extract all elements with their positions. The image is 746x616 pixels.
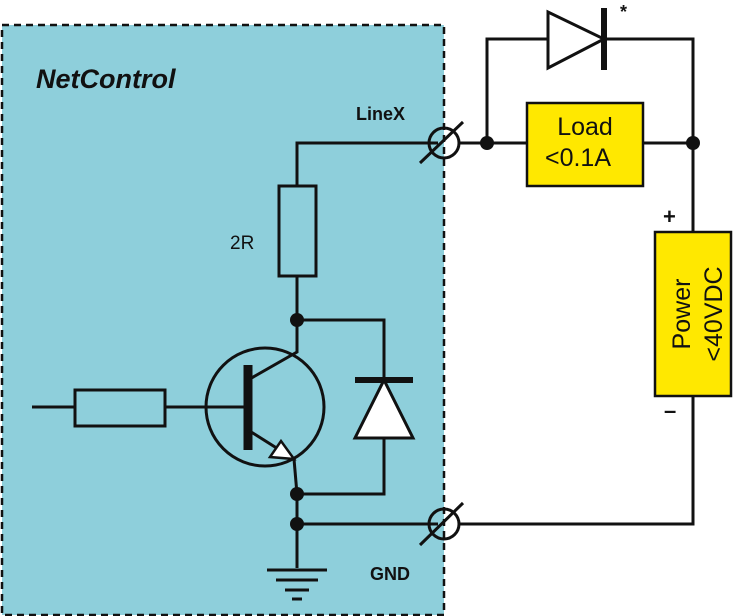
node-gnd bbox=[290, 517, 304, 531]
wire-power-to-gnd bbox=[459, 396, 695, 526]
node-collector bbox=[290, 313, 304, 327]
node-emitter bbox=[290, 487, 304, 501]
protection-diode-triangle bbox=[352, 376, 416, 440]
wire-diode-bottom bbox=[297, 438, 386, 496]
terminal-gnd-label: GND bbox=[370, 564, 410, 584]
power-label-line1: Power bbox=[668, 279, 696, 350]
diode-note-asterisk: * bbox=[620, 2, 627, 22]
load-label-line2: <0.1A bbox=[545, 144, 611, 172]
load-label-line1: Load bbox=[557, 113, 613, 141]
module-title: NetControl bbox=[36, 64, 176, 94]
ground-icon bbox=[267, 568, 327, 601]
node-load-left bbox=[480, 136, 494, 150]
wire-node-to-collector bbox=[247, 320, 299, 382]
wire-freewheel-right bbox=[604, 37, 695, 143]
terminal-linex-label: LineX bbox=[356, 104, 405, 124]
wire-linex-to-resistor bbox=[295, 141, 438, 186]
resistor-label: 2R bbox=[230, 233, 254, 254]
load-box bbox=[525, 101, 645, 188]
power-plus-sign: + bbox=[663, 204, 676, 229]
wire-diode-top bbox=[297, 318, 386, 380]
power-minus-sign: – bbox=[664, 398, 676, 423]
node-load-right bbox=[686, 136, 700, 150]
emitter-arrow-icon bbox=[267, 438, 297, 461]
wire-freewheel-left bbox=[485, 37, 548, 143]
freewheel-diode-triangle bbox=[546, 9, 608, 71]
power-label-line2: <40VDC bbox=[700, 266, 728, 361]
